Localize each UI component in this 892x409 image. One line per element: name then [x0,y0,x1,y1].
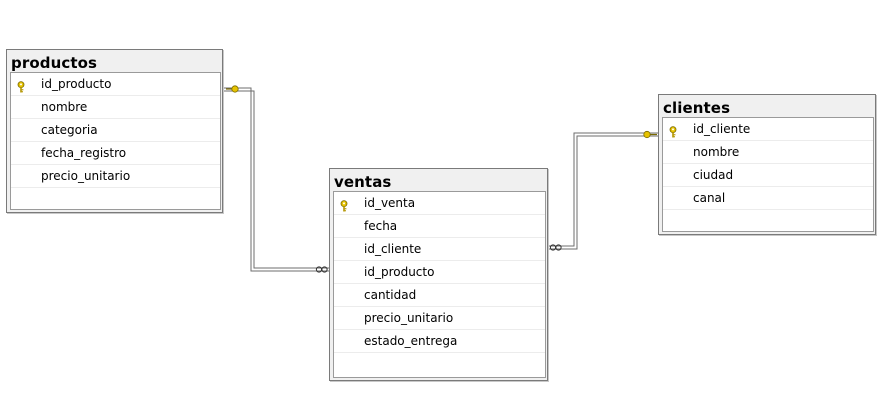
column-name: estado_entrega [364,334,458,348]
column-name: id_cliente [693,122,751,136]
infinity-end-icon [549,244,562,251]
column-name: id_venta [364,196,416,210]
column-name: nombre [41,100,88,114]
column-row[interactable]: nombre [11,96,220,119]
column-row[interactable]: fecha [334,215,545,238]
column-name: precio_unitario [41,169,131,183]
column-row[interactable]: cantidad [334,284,545,307]
column-row[interactable]: precio_unitario [11,165,220,188]
relationship-ventas-clientes[interactable] [548,130,660,251]
column-name: fecha_registro [41,146,127,160]
column-row[interactable]: categoria [11,119,220,142]
primary-key-icon [15,78,27,93]
column-name: fecha [364,219,398,233]
column-row[interactable]: precio_unitario [334,307,545,330]
column-row[interactable]: ciudad [663,164,873,187]
table-productos[interactable]: productos id_producto nombre categoria f… [6,49,223,213]
table-clientes[interactable]: clientes id_cliente nombre ciudad canal [658,94,876,235]
column-row[interactable]: id_producto [11,73,220,96]
table-columns: id_venta fecha id_cliente id_producto ca… [333,191,546,378]
column-name: ciudad [693,168,734,182]
table-ventas[interactable]: ventas id_venta fecha id_cliente id_prod… [329,168,548,381]
table-title: ventas [334,173,392,191]
table-title: clientes [663,99,731,117]
column-row[interactable]: estado_entrega [334,330,545,353]
relationship-productos-ventas[interactable] [224,85,330,273]
column-name: categoria [41,123,98,137]
primary-key-icon [338,197,350,212]
primary-key-icon [667,123,679,138]
key-end-icon [226,85,239,93]
table-title: productos [11,54,98,72]
column-row[interactable]: nombre [663,141,873,164]
column-row[interactable]: id_producto [334,261,545,284]
column-row[interactable]: id_cliente [334,238,545,261]
column-row[interactable]: id_cliente [663,118,873,141]
column-row[interactable]: id_venta [334,192,545,215]
column-name: id_producto [364,265,435,279]
column-row[interactable]: fecha_registro [11,142,220,165]
column-name: id_cliente [364,242,422,256]
column-name: canal [693,191,726,205]
column-name: id_producto [41,77,112,91]
column-name: cantidad [364,288,417,302]
table-columns: id_cliente nombre ciudad canal [662,117,874,232]
table-columns: id_producto nombre categoria fecha_regis… [10,72,221,210]
infinity-end-icon [315,266,328,273]
column-name: nombre [693,145,740,159]
column-row[interactable]: canal [663,187,873,210]
column-name: precio_unitario [364,311,454,325]
key-end-icon [643,130,657,139]
